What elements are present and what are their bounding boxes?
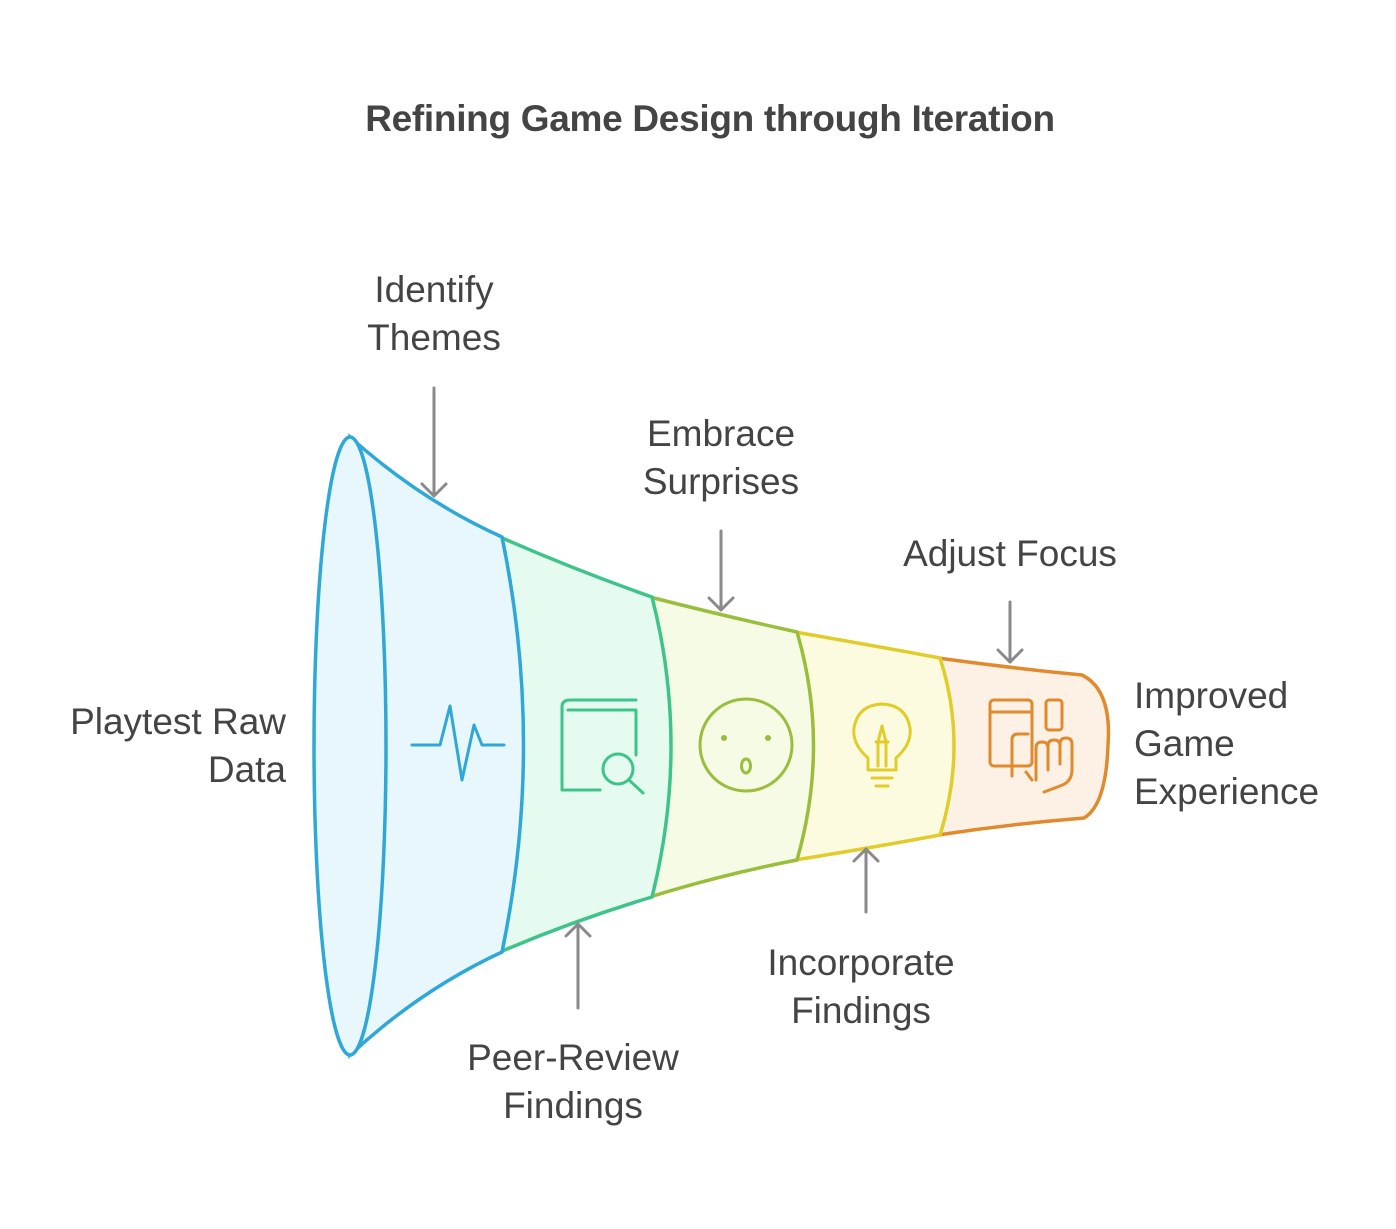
arrow-embrace-surprises: [707, 529, 735, 612]
book-search-icon: [560, 698, 645, 795]
pulse-icon: [410, 704, 506, 782]
devices-touch-icon: [988, 698, 1074, 794]
funnel-opening: [312, 435, 388, 1057]
lightbulb-pencil-icon: [852, 702, 912, 788]
diagram-title: Refining Game Design through Iteration: [365, 98, 1055, 139]
funnel-stage-2: [497, 534, 673, 955]
arrow-peer-review: [564, 922, 592, 1010]
arrow-incorporate-findings: [852, 847, 880, 914]
step-label-adjust-focus: Adjust Focus: [903, 533, 1117, 574]
arrow-adjust-focus: [996, 600, 1024, 664]
arrow-identify-themes: [420, 386, 448, 498]
funnel-stage-3: [647, 594, 816, 900]
surprised-face-icon: [698, 697, 794, 793]
funnel-stage-4: [792, 629, 956, 863]
funnel-stage-5: [936, 655, 1111, 838]
